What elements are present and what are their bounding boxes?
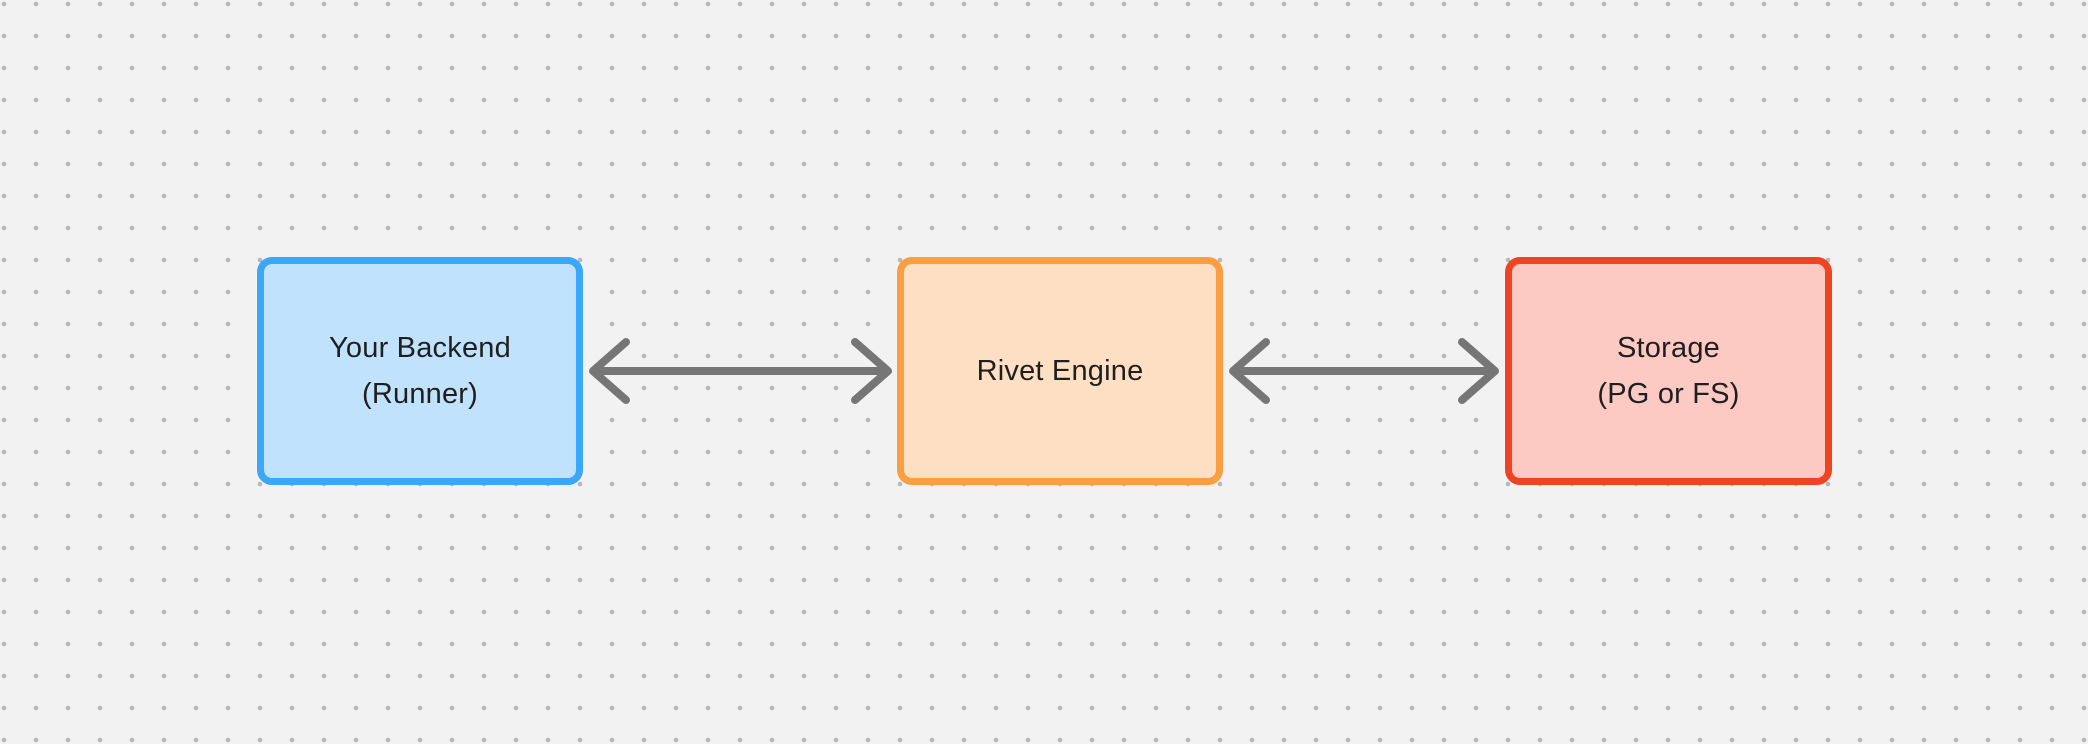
node-storage: Storage (PG or FS) <box>1505 257 1832 485</box>
node-label: Rivet Engine <box>976 355 1144 387</box>
edge-backend-engine <box>589 338 892 404</box>
node-sublabel: (Runner) <box>361 378 479 410</box>
node-your-backend: Your Backend (Runner) <box>257 257 583 485</box>
node-rivet-engine: Rivet Engine <box>897 257 1223 485</box>
arrowhead-right-icon <box>1458 338 1499 404</box>
node-label: Storage <box>1617 332 1720 364</box>
edge-engine-storage <box>1229 338 1499 404</box>
arrowhead-left-icon <box>1229 338 1270 404</box>
node-sublabel: (PG or FS) <box>1597 378 1740 410</box>
node-label: Your Backend <box>329 332 511 364</box>
arrowhead-right-icon <box>851 338 892 404</box>
arrowhead-left-icon <box>589 338 630 404</box>
